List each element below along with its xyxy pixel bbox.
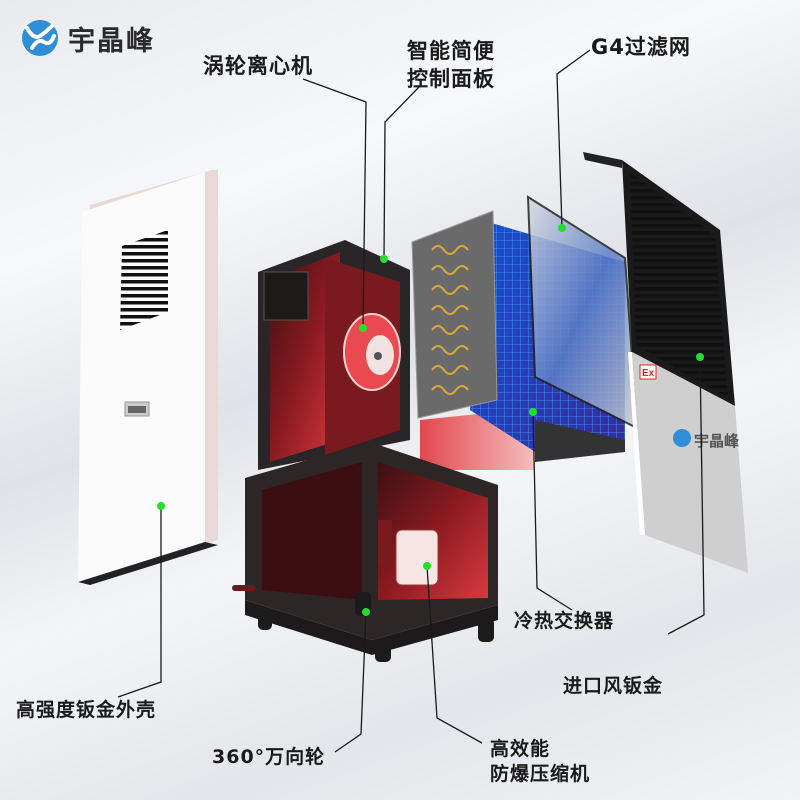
marker-inlet-panel [696, 353, 704, 361]
marker-housing [157, 502, 165, 510]
label-compressor-line1: 高效能 [490, 738, 551, 760]
marker-control-panel [380, 255, 388, 263]
panel-brand: 宇晶峰 [694, 432, 740, 450]
leader-control-panel [383, 85, 421, 260]
marker-caster [362, 608, 370, 616]
marker-heat-exchanger [529, 408, 537, 416]
marker-compressor [423, 562, 431, 570]
main-frame [232, 240, 535, 662]
marker-g4-filter [558, 224, 566, 232]
marker-turbo-fan [359, 324, 367, 332]
inlet-panel: Ex 宇晶峰 [583, 152, 748, 573]
brand-name: 宇晶峰 [68, 25, 155, 57]
label-housing: 高强度钣金外壳 [16, 699, 157, 721]
label-compressor-line2: 防爆压缩机 [490, 763, 591, 785]
label-control-panel-line1: 智能简便 [407, 39, 495, 63]
marker-dots [157, 224, 704, 616]
label-turbo-fan: 涡轮离心机 [203, 54, 313, 78]
leader-g4-filter [556, 49, 591, 229]
yf-swirl-logo-icon [22, 20, 58, 56]
label-heat-exchanger: 冷热交换器 [514, 610, 615, 632]
leader-caster [334, 611, 367, 753]
housing-panel [78, 170, 218, 585]
label-g4-filter: G4过滤网 [591, 35, 691, 59]
coil-panel [411, 210, 498, 419]
brand-logo: 宇晶峰 [18, 18, 155, 58]
leader-compressor [426, 565, 483, 744]
ex-badge: Ex [642, 368, 655, 379]
label-control-panel-line2: 控制面板 [407, 67, 495, 91]
leader-turbo-fan [302, 78, 367, 329]
leader-inlet-panel [667, 356, 705, 635]
leader-housing [117, 506, 162, 698]
leader-lines [117, 49, 705, 753]
leader-heat-exchanger [532, 411, 573, 611]
label-inlet-panel: 进口风钣金 [563, 675, 664, 697]
label-caster: 360°万向轮 [212, 746, 326, 768]
